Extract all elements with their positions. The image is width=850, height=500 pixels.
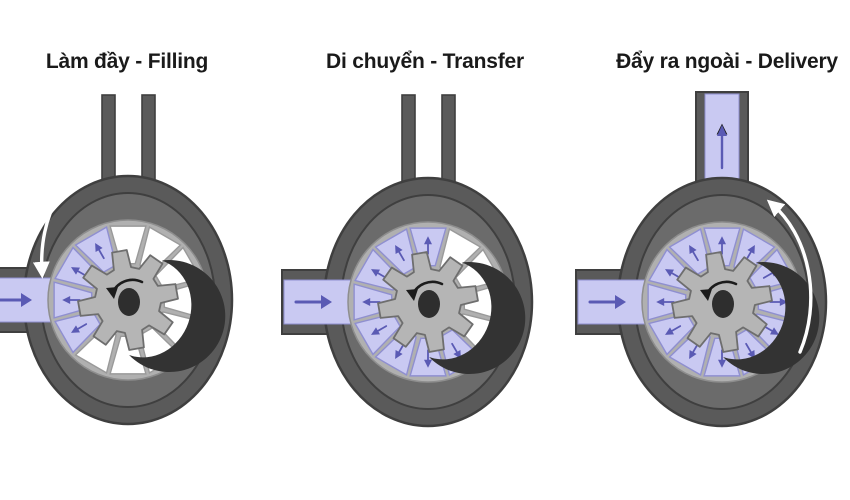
pump-filling — [0, 94, 234, 426]
chamber-flow-head-0-delivery — [718, 236, 726, 245]
panel-titles: Làm đầy - Filling Di chuyển - Transfer Đẩy… — [46, 50, 839, 73]
panel-title-transfer: Di chuyển - Transfer — [326, 50, 524, 73]
crescent-seal-filling — [129, 260, 226, 373]
gear-hub-filling — [118, 288, 140, 316]
chamber-flow-head-9-filling — [62, 296, 71, 304]
chamber-flow-head-10-filling — [71, 267, 80, 275]
chamber-flow-head-11-delivery — [689, 245, 697, 254]
chamber-flow-head-0-transfer — [424, 236, 432, 245]
chamber-flow-head-9-delivery — [656, 298, 665, 306]
crescent-seal-transfer — [429, 262, 526, 375]
chamber-flow-head-10-transfer — [371, 269, 380, 277]
chamber-flow-head-6-delivery — [718, 359, 726, 368]
gear-hub-transfer — [418, 290, 440, 318]
outlet-arrow-head-delivery — [717, 125, 727, 136]
chamber-flow-head-8-transfer — [371, 327, 380, 335]
crescent-seal-delivery — [723, 262, 820, 375]
chamber-flow-head-8-delivery — [665, 327, 674, 335]
inlet-arrow-head-delivery — [615, 295, 626, 309]
panel-title-delivery: Đẩy ra ngoài - Delivery — [616, 50, 838, 73]
housing-flow-arrow-delivery — [766, 199, 813, 354]
inlet-arrow-head-transfer — [321, 295, 332, 309]
chamber-flow-head-10-delivery — [665, 269, 674, 277]
chamber-flow-head-11-filling — [95, 243, 103, 252]
inlet-arrow-head-filling — [21, 293, 32, 307]
chamber-flow-head-1-delivery — [747, 245, 755, 254]
gear-hub-delivery — [712, 290, 734, 318]
panel-group — [0, 91, 828, 443]
rotation-arrow-head-transfer — [406, 289, 418, 301]
pump-transfer — [281, 94, 534, 443]
chamber-flow-head-9-transfer — [362, 298, 371, 306]
pump-delivery — [575, 91, 828, 428]
chamber-flow-head-8-filling — [71, 325, 80, 333]
chamber-flow-head-11-transfer — [395, 245, 403, 254]
chamber-flow-head-6-transfer — [424, 359, 432, 368]
rotation-arrow-head-filling — [106, 287, 118, 299]
housing-flow-arrow-transfer — [350, 390, 458, 443]
chamber-flow-head-7-transfer — [395, 350, 403, 359]
housing-flow-arrow-filling — [32, 194, 60, 279]
chamber-flow-head-7-delivery — [689, 350, 697, 359]
chamber-flow-head-3-delivery — [779, 298, 788, 306]
chamber-flow-head-4-delivery — [770, 327, 779, 335]
rotation-arrow-head-delivery — [700, 289, 712, 301]
panel-title-filling: Làm đầy - Filling — [46, 50, 208, 73]
